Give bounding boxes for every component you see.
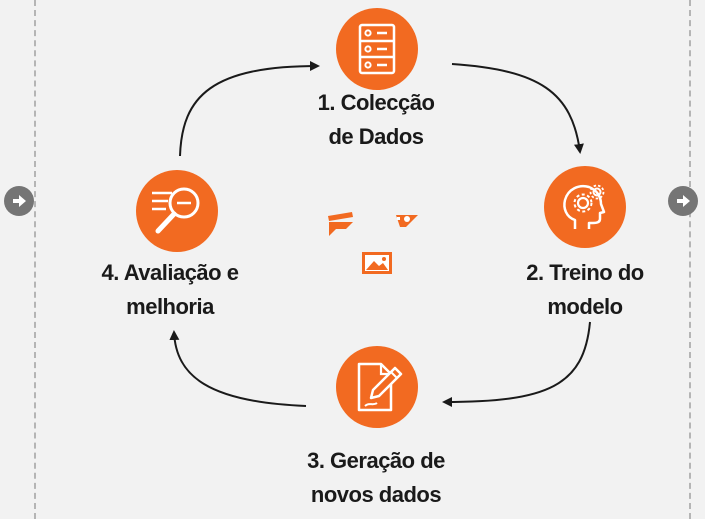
arrow-step3-to-step4 — [169, 330, 307, 407]
step-4-line-1: 4. Avaliação e — [101, 260, 239, 285]
arrow-right-icon — [13, 195, 26, 207]
step-3-line-2: novos dados — [310, 482, 442, 507]
arrow-right-icon — [677, 195, 690, 207]
step-1-line-2: de Dados — [328, 124, 424, 149]
step-4-line-2: melhoria — [126, 294, 214, 319]
step-3-label: 3. Geração de novos dados — [286, 444, 466, 512]
search-document-icon — [152, 187, 200, 234]
step-4-label: 4. Avaliação e melhoria — [60, 256, 280, 324]
image-icon — [362, 252, 392, 274]
next-button[interactable] — [668, 186, 698, 216]
arrow-step4-to-step1 — [179, 61, 320, 157]
step-1-line-1: 1. Colecção — [317, 90, 435, 115]
step-1-circle — [336, 8, 418, 90]
step-3-circle — [336, 346, 418, 428]
arrow-step1-to-step2 — [451, 63, 584, 154]
step-1-label: 1. Colecção de Dados — [290, 86, 462, 154]
previous-button[interactable] — [4, 186, 34, 216]
step-2-line-2: modelo — [547, 294, 623, 319]
step-2-line-1: 2. Treino do — [526, 260, 644, 285]
step-4-circle — [136, 170, 218, 252]
step-3-line-1: 3. Geração de — [307, 448, 445, 473]
arrow-step2-to-step3 — [442, 321, 591, 407]
server-list-icon — [358, 23, 396, 75]
head-gears-icon — [563, 184, 606, 229]
camera-icon — [396, 215, 418, 227]
step-2-label: 2. Treino do modelo — [494, 256, 676, 324]
clapperboard-icon — [328, 212, 353, 236]
document-pencil-icon — [357, 362, 403, 412]
step-2-circle — [544, 166, 626, 248]
left-divider — [34, 0, 36, 519]
right-divider — [689, 0, 691, 519]
